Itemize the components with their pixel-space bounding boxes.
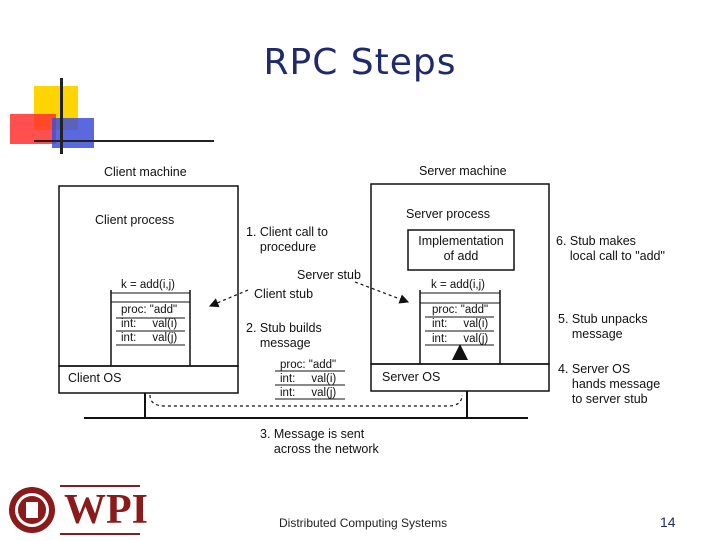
server-proc-text: proc: "add" — [432, 304, 489, 316]
server-process-label: Server process — [406, 207, 491, 221]
net-int-i-text: int: val(i) — [280, 373, 337, 385]
server-stub-label: Server stub — [297, 268, 361, 282]
client-int-i-text: int: val(i) — [121, 318, 178, 330]
client-process-label: Client process — [95, 213, 175, 227]
server-os-box — [370, 363, 550, 392]
server-int-j-text: int: val(j) — [432, 333, 489, 345]
client-stub-label: Client stub — [254, 287, 314, 301]
client-proc-text: proc: "add" — [121, 304, 178, 316]
decor-vertical-line — [60, 78, 63, 154]
server-os-label: Server OS — [382, 370, 441, 384]
implementation-box — [407, 229, 515, 271]
decor-horizontal-line — [34, 140, 214, 142]
step-3-label: 3. Message is sent across the network — [260, 427, 379, 456]
client-int-j-text: int: val(j) — [121, 332, 178, 344]
server-int-i-text: int: val(i) — [432, 318, 489, 330]
step-4-label: 4. Server OS hands message to server stu… — [558, 362, 661, 406]
page-number: 14 — [660, 514, 676, 530]
net-int-j-text: int: val(j) — [280, 387, 337, 399]
footer-text: Distributed Computing Systems — [279, 516, 448, 530]
decor-blue-square — [52, 118, 94, 148]
seal-icon — [9, 485, 140, 535]
wpi-logo-text: WPI — [64, 487, 148, 533]
server-machine-label: Server machine — [419, 164, 507, 178]
client-os-label: Client OS — [68, 371, 122, 385]
step-5-label: 5. Stub unpacks message — [558, 312, 648, 341]
step-1-label: 1. Client call to procedure — [246, 225, 328, 254]
step-6-label: 6. Stub makes local call to "add" — [556, 234, 665, 263]
slide-title: RPC Steps — [263, 42, 457, 83]
implementation-label: Implementation of add — [418, 234, 504, 263]
step-2-label: 2. Stub builds message — [246, 321, 322, 350]
decor-red-square — [10, 114, 56, 144]
client-os-box — [58, 365, 239, 394]
server-call-text: k = add(i,j) — [431, 279, 486, 291]
wpi-logo: WPI — [6, 484, 148, 536]
client-machine-label: Client machine — [104, 165, 187, 179]
net-proc-text: proc: "add" — [280, 359, 337, 371]
client-call-text: k = add(i,j) — [121, 279, 176, 291]
